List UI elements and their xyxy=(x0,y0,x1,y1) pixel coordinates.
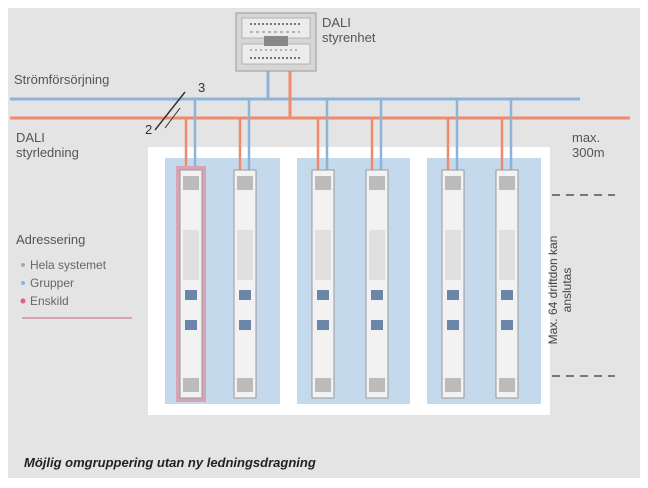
max-length-line2: 300m xyxy=(572,145,605,160)
legend-dot-groups xyxy=(21,281,25,285)
driver-1 xyxy=(179,169,203,399)
dali-line-label-line1: DALI xyxy=(16,130,45,145)
wire-slash-marker xyxy=(154,91,186,131)
addressing-item-individual: Enskild xyxy=(30,294,69,308)
driver-6 xyxy=(495,169,519,399)
controller-label: DALI styrenhet xyxy=(322,15,375,45)
controller-label-line2: styrenhet xyxy=(322,30,376,45)
dali-line-label: DALI styrledning xyxy=(16,130,79,160)
max-drivers-label: Max. 64 driftdon kan anslutas xyxy=(546,236,574,345)
dali-controller xyxy=(235,12,317,72)
diagram-caption: Möjlig omgruppering utan ny ledningsdrag… xyxy=(24,455,316,470)
controller-label-line1: DALI xyxy=(322,15,351,30)
wire-count-3: 3 xyxy=(198,80,206,95)
driver-3 xyxy=(311,169,335,399)
wire-slash-marker-2 xyxy=(164,107,181,129)
legend-dot-system xyxy=(21,263,25,267)
driver-2 xyxy=(233,169,257,399)
max-drivers-line1: Max. 64 driftdon kan xyxy=(546,235,560,345)
driver-5 xyxy=(441,169,465,399)
power-label: Strömförsörjning xyxy=(14,72,110,87)
addressing-item-system: Hela systemet xyxy=(30,258,107,272)
power-drops xyxy=(193,99,513,170)
max-length-label: max. 300m xyxy=(572,130,605,160)
max-length-line1: max. xyxy=(572,130,601,145)
driver-4 xyxy=(365,169,389,399)
addressing-title: Adressering xyxy=(16,232,86,247)
addressing-item-groups: Grupper xyxy=(30,276,75,290)
wire-count-2: 2 xyxy=(145,122,153,137)
dali-line-label-line2: styrledning xyxy=(16,145,79,160)
dali-drops xyxy=(184,118,504,170)
legend-dot-individual xyxy=(20,298,26,304)
max-drivers-line2: anslutas xyxy=(560,267,574,313)
